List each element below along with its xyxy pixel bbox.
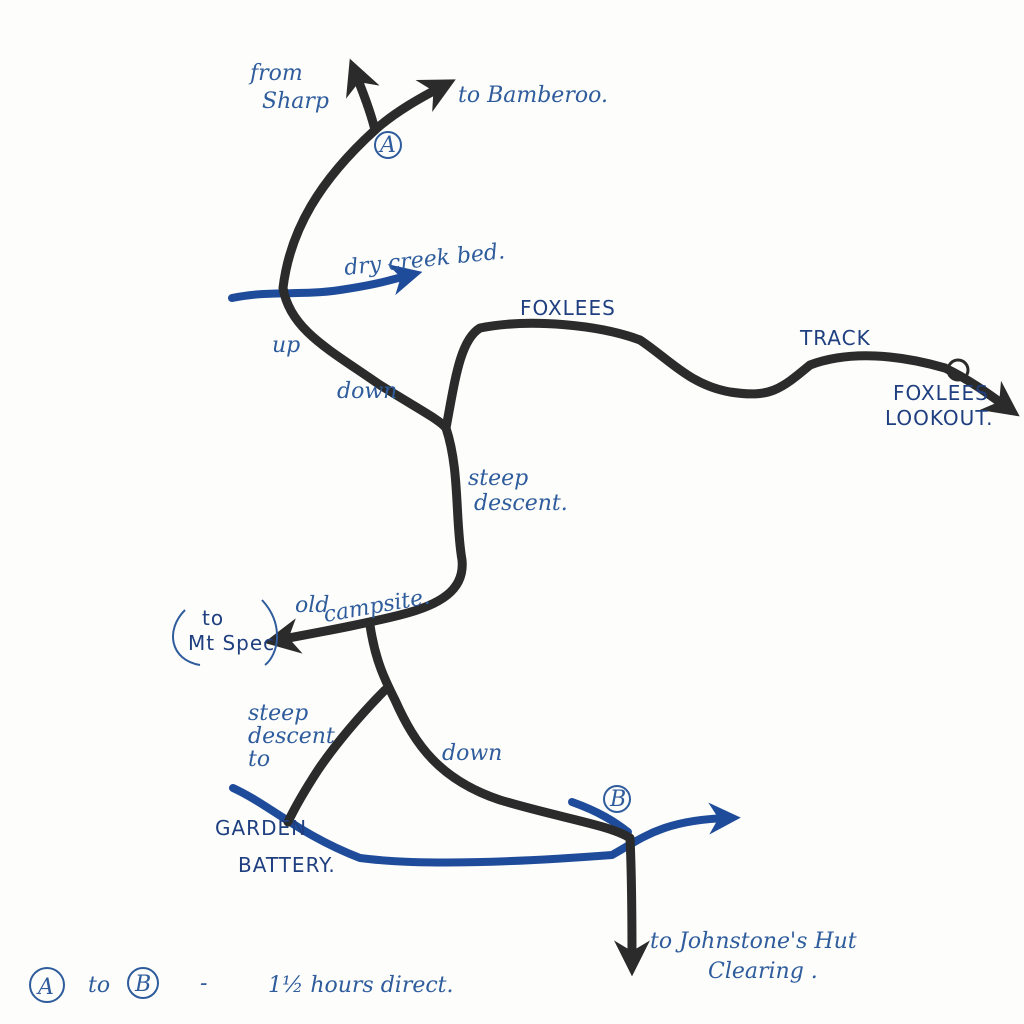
lower-track: [365, 620, 650, 977]
label-to-mt: to: [202, 606, 224, 630]
track-to-sharp: [346, 58, 380, 135]
label-foxlees: FOXLEES: [520, 296, 616, 320]
label-descent-2: descent: [248, 724, 335, 749]
dry-creek-bed-line: [228, 264, 423, 302]
label-from: from: [248, 61, 303, 86]
label-old: old: [295, 593, 329, 618]
legend-a-circle: [29, 967, 65, 1003]
label-to-bamberoo: to Bamberoo.: [458, 83, 608, 108]
legend-b: B: [134, 972, 151, 997]
mt-spec-brackets: [172, 599, 278, 666]
legend-a: A: [36, 975, 54, 1000]
marker-a-circle: [374, 131, 402, 159]
label-down-upper: down: [337, 379, 397, 404]
lower-creek-line: [229, 784, 741, 867]
label-track: TRACK: [799, 326, 871, 350]
foxlees-track: [441, 318, 1020, 433]
label-clearing: Clearing .: [708, 959, 818, 984]
track-to-bamberoo: [370, 79, 456, 135]
label-steep: steep: [468, 466, 528, 491]
label-mt-spec: Mt Spec: [188, 631, 275, 655]
label-sharp: Sharp: [262, 89, 329, 114]
marker-b: B: [609, 787, 626, 812]
label-down-lower: down: [442, 741, 502, 766]
label-garden: GARDEN: [215, 816, 307, 840]
label-foxlees-lookout-2: LOOKOUT.: [885, 406, 994, 430]
label-battery: BATTERY.: [238, 853, 336, 877]
label-to-2: to: [248, 747, 270, 772]
label-to-johnstones: to Johnstone's Hut: [650, 929, 857, 954]
label-steep-2: steep: [248, 701, 308, 726]
legend-dash: -: [200, 971, 207, 996]
legend-b-circle: [127, 967, 159, 999]
legend: A to B - 1½ hours direct.: [29, 967, 454, 1003]
marker-a: A: [378, 133, 396, 158]
label-up: up: [272, 333, 300, 358]
creek-branch-b: [568, 798, 632, 836]
label-foxlees-lookout-1: FOXLEES: [893, 381, 989, 405]
garden-battery-track: [283, 685, 390, 827]
legend-duration: 1½ hours direct.: [268, 973, 454, 998]
label-descent: descent.: [474, 491, 568, 516]
label-dry-creek-bed: dry creek bed.: [343, 239, 506, 281]
lookout-marker: [946, 358, 970, 382]
legend-to: to: [88, 973, 110, 998]
marker-b-circle: [603, 785, 631, 813]
